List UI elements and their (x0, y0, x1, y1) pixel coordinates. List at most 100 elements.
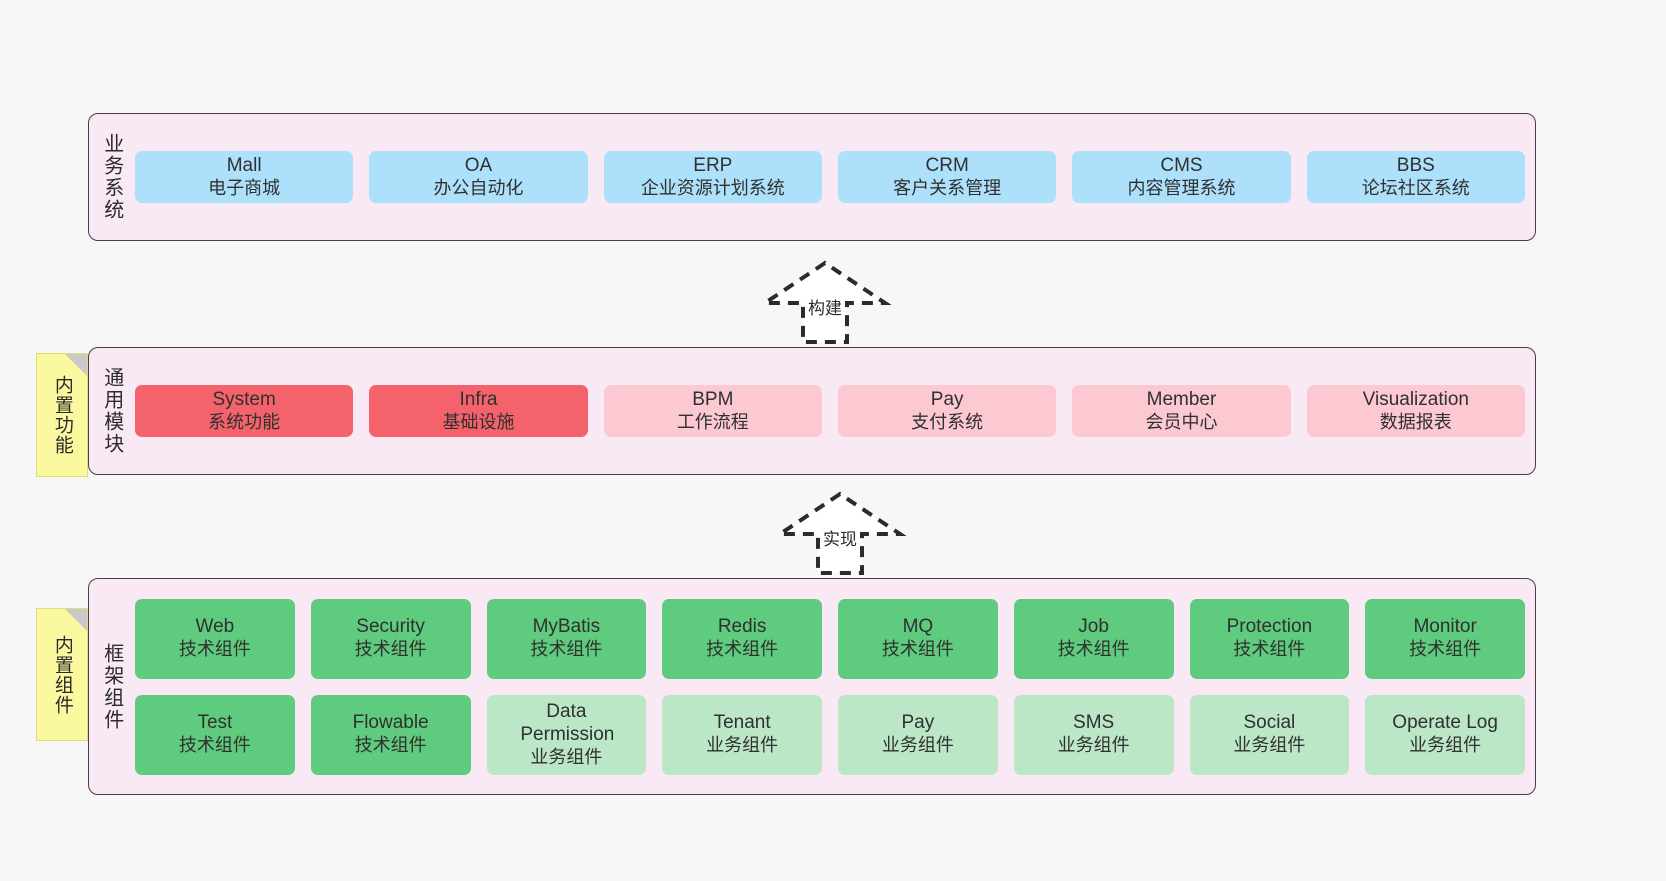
node-mq[interactable]: MQ 技术组件 (838, 598, 998, 679)
node-subtitle: 工作流程 (676, 411, 749, 432)
node-bbs[interactable]: BBS 论坛社区系统 (1306, 150, 1525, 204)
node-subtitle: 客户关系管理 (893, 177, 1002, 198)
node-subtitle: 技术组件 (1409, 639, 1482, 660)
node-pay-business[interactable]: Pay 业务组件 (838, 694, 998, 775)
node-name: Data Permission (520, 700, 615, 745)
node-name: Social (1243, 712, 1296, 734)
node-name: System (212, 388, 276, 410)
node-name: BPM (692, 388, 734, 410)
node-erp[interactable]: ERP 企业资源计划系统 (603, 150, 822, 204)
layer-body-framework-components: Web 技术组件 Security 技术组件 MyBatis 技术组件 Redi… (133, 579, 1535, 794)
node-subtitle: 企业资源计划系统 (640, 177, 785, 198)
node-name: Mall (226, 154, 262, 176)
node-subtitle: 办公自动化 (433, 177, 524, 198)
node-bpm[interactable]: BPM 工作流程 (603, 384, 822, 438)
node-monitor[interactable]: Monitor 技术组件 (1365, 598, 1525, 679)
node-name: Tenant (713, 712, 771, 734)
node-name: BBS (1396, 154, 1435, 176)
node-name: Web (195, 616, 235, 638)
node-name: Infra (459, 388, 498, 410)
node-name: MQ (902, 616, 934, 638)
node-subtitle: 论坛社区系统 (1361, 177, 1470, 198)
node-subtitle: 数据报表 (1379, 411, 1452, 432)
note-fold-corner (65, 609, 87, 631)
node-row: Web 技术组件 Security 技术组件 MyBatis 技术组件 Redi… (135, 598, 1525, 679)
node-subtitle: 内容管理系统 (1127, 177, 1236, 198)
node-crm[interactable]: CRM 客户关系管理 (837, 150, 1057, 204)
node-name: CMS (1160, 154, 1203, 176)
node-pay[interactable]: Pay 支付系统 (837, 384, 1057, 438)
node-data-permission[interactable]: Data Permission 业务组件 (486, 694, 647, 775)
node-mybatis[interactable]: MyBatis 技术组件 (486, 598, 647, 679)
node-name: Flowable (352, 712, 429, 734)
layer-title-business-systems: 业务系统 (100, 133, 123, 221)
layer-business-systems: 业务系统 Mall 电子商城 OA 办公自动化 ERP 企业资源计划系统 CRM… (88, 113, 1536, 241)
node-name: Pay (901, 712, 935, 734)
node-name: Operate Log (1392, 712, 1498, 734)
note-builtin-features: 内置功能 (36, 353, 88, 477)
node-name: Job (1078, 616, 1109, 638)
node-subtitle: 业务组件 (1409, 735, 1482, 756)
node-redis[interactable]: Redis 技术组件 (662, 598, 822, 679)
layer-body-business-systems: Mall 电子商城 OA 办公自动化 ERP 企业资源计划系统 CRM 客户关系… (133, 114, 1535, 240)
connector-build: 构建 (758, 258, 900, 346)
layer-body-common-modules: System 系统功能 Infra 基础设施 BPM 工作流程 Pay 支付系统… (133, 348, 1535, 474)
node-subtitle: 技术组件 (178, 639, 251, 660)
node-mall[interactable]: Mall 电子商城 (135, 150, 354, 204)
node-subtitle: 业务组件 (530, 746, 603, 767)
node-subtitle: 技术组件 (530, 639, 603, 660)
node-visualization[interactable]: Visualization 数据报表 (1306, 384, 1525, 438)
node-subtitle: 技术组件 (1057, 639, 1130, 660)
node-name: MyBatis (532, 616, 601, 638)
node-subtitle: 业务组件 (1233, 735, 1306, 756)
node-operate-log[interactable]: Operate Log 业务组件 (1365, 694, 1525, 775)
node-subtitle: 技术组件 (706, 639, 779, 660)
note-builtin-components: 内置组件 (36, 608, 88, 741)
node-name: Test (197, 712, 233, 734)
layer-common-modules: 通用模块 System 系统功能 Infra 基础设施 BPM 工作流程 Pay… (88, 347, 1536, 475)
connector-build-label: 构建 (808, 299, 842, 318)
node-job[interactable]: Job 技术组件 (1013, 598, 1174, 679)
node-flowable[interactable]: Flowable 技术组件 (310, 694, 471, 775)
node-oa[interactable]: OA 办公自动化 (369, 150, 588, 204)
node-sms[interactable]: SMS 业务组件 (1013, 694, 1174, 775)
node-row: System 系统功能 Infra 基础设施 BPM 工作流程 Pay 支付系统… (135, 384, 1525, 438)
node-name: Visualization (1362, 388, 1469, 410)
node-name: Member (1146, 388, 1217, 410)
node-subtitle: 支付系统 (911, 411, 984, 432)
note-label: 内置组件 (51, 634, 73, 715)
node-subtitle: 业务组件 (881, 735, 954, 756)
connector-implement: 实现 (773, 489, 915, 577)
note-fold-corner (65, 354, 87, 376)
node-system[interactable]: System 系统功能 (135, 384, 354, 438)
node-subtitle: 技术组件 (881, 639, 954, 660)
node-social[interactable]: Social 业务组件 (1189, 694, 1350, 775)
node-name: Security (356, 616, 425, 638)
node-subtitle: 会员中心 (1145, 411, 1218, 432)
node-member[interactable]: Member 会员中心 (1072, 384, 1291, 438)
node-subtitle: 业务组件 (706, 735, 779, 756)
node-infra[interactable]: Infra 基础设施 (369, 384, 588, 438)
node-name: Monitor (1413, 616, 1477, 638)
node-cms[interactable]: CMS 内容管理系统 (1072, 150, 1291, 204)
node-test[interactable]: Test 技术组件 (135, 694, 295, 775)
node-subtitle: 技术组件 (354, 735, 427, 756)
layer-framework-components: 框架组件 Web 技术组件 Security 技术组件 MyBatis 技术组件… (88, 578, 1536, 795)
node-security[interactable]: Security 技术组件 (310, 598, 471, 679)
node-subtitle: 基础设施 (442, 411, 515, 432)
node-name: Pay (930, 388, 964, 410)
node-protection[interactable]: Protection 技术组件 (1189, 598, 1350, 679)
node-subtitle: 业务组件 (1057, 735, 1130, 756)
node-subtitle: 技术组件 (178, 735, 251, 756)
node-name: ERP (693, 154, 733, 176)
layer-title-framework-components: 框架组件 (100, 642, 123, 731)
node-name: Redis (717, 616, 767, 638)
node-tenant[interactable]: Tenant 业务组件 (662, 694, 822, 775)
connector-implement-label: 实现 (823, 530, 857, 549)
node-subtitle: 技术组件 (354, 639, 427, 660)
node-row: Mall 电子商城 OA 办公自动化 ERP 企业资源计划系统 CRM 客户关系… (135, 150, 1525, 204)
note-label: 内置功能 (51, 375, 73, 455)
node-web[interactable]: Web 技术组件 (135, 598, 295, 679)
node-subtitle: 系统功能 (208, 411, 281, 432)
